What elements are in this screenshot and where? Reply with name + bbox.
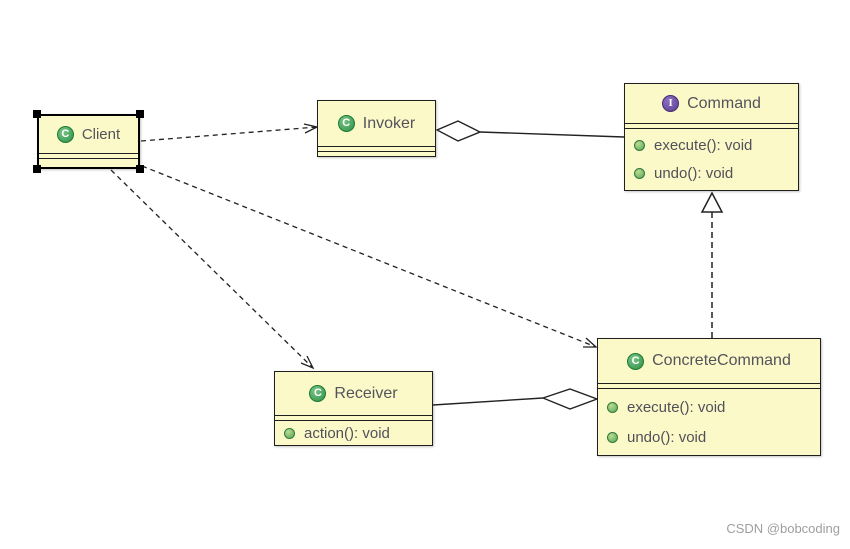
class-name: Command bbox=[687, 94, 761, 112]
dependency-client-concretecommand[interactable] bbox=[141, 165, 598, 348]
class-concretecommand[interactable]: C ConcreteCommand execute(): void undo()… bbox=[597, 338, 821, 456]
class-icon: C bbox=[337, 115, 355, 132]
dependency-client-invoker[interactable] bbox=[140, 123, 319, 142]
class-receiver[interactable]: C Receiver action(): void bbox=[274, 371, 433, 446]
class-icon: C bbox=[627, 352, 645, 370]
empty-methods-compartment bbox=[39, 159, 138, 167]
method-label: undo(): void bbox=[627, 428, 707, 446]
class-name: Receiver bbox=[334, 384, 398, 402]
interface-icon: I bbox=[662, 95, 680, 112]
selection-handle-bottom-left[interactable] bbox=[33, 165, 41, 173]
method-label: execute(): void bbox=[654, 137, 753, 155]
class-icon: C bbox=[309, 385, 327, 402]
empty-fields-compartment bbox=[625, 124, 798, 129]
public-method-icon bbox=[634, 140, 645, 152]
empty-fields-compartment bbox=[39, 154, 138, 159]
class-name: Invoker bbox=[362, 114, 416, 132]
public-method-icon bbox=[607, 431, 618, 443]
method-label: action(): void bbox=[304, 424, 390, 442]
class-invoker[interactable]: C Invoker bbox=[317, 100, 436, 157]
public-method-icon bbox=[284, 427, 295, 439]
method-row[interactable]: undo(): void bbox=[625, 165, 798, 182]
dependency-client-receiver[interactable] bbox=[110, 169, 315, 370]
class-name: ConcreteCommand bbox=[652, 352, 791, 369]
interface-command-title: I Command bbox=[625, 84, 798, 124]
interface-command[interactable]: I Command execute(): void undo(): void bbox=[624, 83, 799, 191]
class-name: Client bbox=[81, 126, 121, 143]
public-method-icon bbox=[607, 401, 618, 413]
method-row[interactable]: execute(): void bbox=[598, 399, 820, 416]
methods-compartment: execute(): void undo(): void bbox=[625, 129, 798, 190]
method-label: execute(): void bbox=[627, 398, 726, 416]
methods-compartment: execute(): void undo(): void bbox=[598, 389, 820, 455]
aggregation-concretecommand-receiver[interactable] bbox=[432, 388, 600, 410]
class-invoker-title: C Invoker bbox=[318, 101, 435, 147]
class-concretecommand-title: C ConcreteCommand bbox=[598, 339, 820, 384]
selection-handle-top-left[interactable] bbox=[33, 110, 41, 118]
method-row[interactable]: undo(): void bbox=[598, 429, 820, 446]
selection-handle-bottom-right[interactable] bbox=[136, 165, 144, 173]
selection-handle-top-right[interactable] bbox=[136, 110, 144, 118]
empty-fields-compartment bbox=[275, 416, 432, 421]
method-row[interactable]: action(): void bbox=[275, 425, 432, 442]
empty-fields-compartment bbox=[598, 384, 820, 389]
method-row[interactable]: execute(): void bbox=[625, 137, 798, 154]
hollow-diamond-icon bbox=[435, 120, 482, 142]
class-client-title: C Client bbox=[39, 116, 138, 154]
public-method-icon bbox=[634, 167, 645, 179]
empty-methods-compartment bbox=[318, 152, 435, 156]
class-receiver-title: C Receiver bbox=[275, 372, 432, 416]
realization-concretecommand-command[interactable] bbox=[700, 191, 724, 338]
hollow-diamond-icon bbox=[540, 388, 600, 410]
empty-fields-compartment bbox=[318, 147, 435, 152]
class-client[interactable]: C Client bbox=[37, 114, 140, 169]
aggregation-invoker-command[interactable] bbox=[435, 120, 625, 142]
methods-compartment: action(): void bbox=[275, 421, 432, 445]
method-label: undo(): void bbox=[654, 164, 734, 182]
class-icon: C bbox=[56, 126, 74, 143]
hollow-triangle-icon bbox=[700, 191, 724, 213]
watermark: CSDN @bobcoding bbox=[726, 521, 840, 536]
